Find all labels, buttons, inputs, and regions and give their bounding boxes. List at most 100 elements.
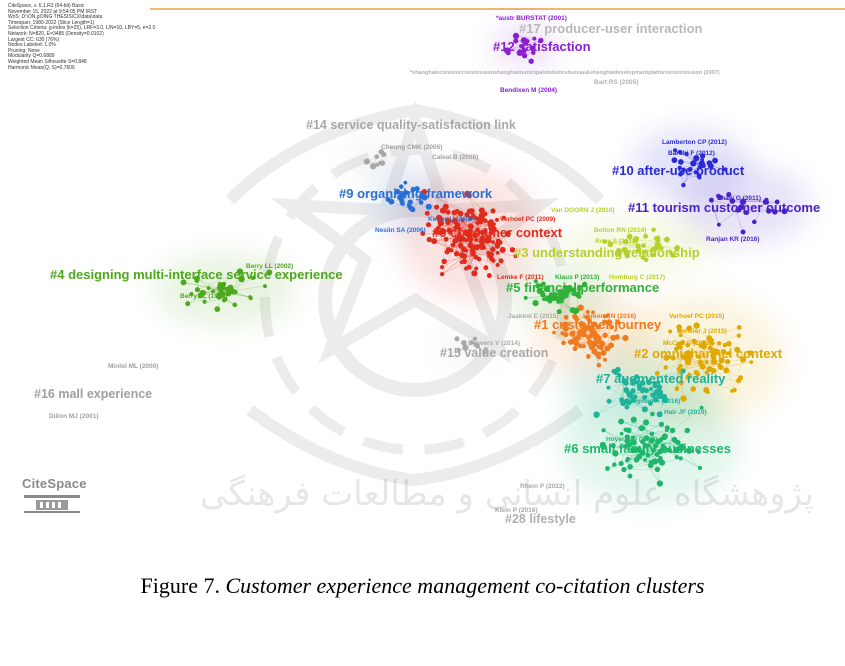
- node[interactable]: [478, 213, 484, 218]
- node[interactable]: [206, 286, 211, 291]
- node[interactable]: [774, 199, 780, 205]
- node[interactable]: [516, 49, 523, 56]
- node[interactable]: [706, 335, 713, 341]
- node[interactable]: [262, 284, 267, 289]
- node[interactable]: [747, 350, 753, 356]
- node[interactable]: [740, 229, 746, 235]
- node[interactable]: [652, 381, 657, 386]
- node[interactable]: [457, 227, 462, 232]
- node[interactable]: [454, 336, 460, 342]
- cluster-label-0[interactable]: #0 consumer context: [432, 225, 563, 240]
- node[interactable]: [202, 299, 207, 304]
- node[interactable]: [624, 398, 629, 403]
- node[interactable]: [676, 324, 683, 331]
- cluster-label-15b[interactable]: #16 mall experience: [34, 387, 152, 401]
- node[interactable]: [700, 343, 707, 350]
- node[interactable]: [772, 208, 778, 215]
- node[interactable]: [624, 253, 630, 259]
- node[interactable]: [605, 466, 610, 471]
- node[interactable]: [573, 341, 580, 347]
- node[interactable]: [490, 246, 496, 252]
- node[interactable]: [488, 251, 494, 258]
- node[interactable]: [630, 439, 637, 446]
- node[interactable]: [457, 210, 464, 217]
- node[interactable]: [468, 241, 473, 245]
- node[interactable]: [581, 326, 588, 333]
- node[interactable]: [464, 248, 469, 253]
- node[interactable]: [678, 333, 683, 337]
- ref-label[interactable]: Bendixen M (2004): [500, 87, 557, 94]
- node[interactable]: [710, 341, 715, 346]
- node[interactable]: [716, 222, 721, 227]
- node[interactable]: [606, 313, 610, 318]
- ref-label[interactable]: Caleal B (2008): [432, 154, 478, 161]
- node[interactable]: [678, 456, 683, 461]
- node[interactable]: [512, 32, 520, 40]
- node[interactable]: [705, 390, 710, 395]
- cluster-label-2[interactable]: #2 omnichannel context: [634, 346, 783, 361]
- ref-label[interactable]: Lemon KN (2016): [583, 313, 636, 320]
- cluster-label-10[interactable]: #10 after-use product: [612, 163, 745, 178]
- node[interactable]: [590, 342, 596, 348]
- node[interactable]: [601, 428, 606, 433]
- node[interactable]: [572, 346, 578, 352]
- node[interactable]: [664, 428, 669, 433]
- node[interactable]: [484, 347, 488, 351]
- node[interactable]: [466, 208, 472, 214]
- node[interactable]: [781, 208, 788, 215]
- node[interactable]: [586, 353, 591, 358]
- node[interactable]: [617, 372, 622, 378]
- ref-label[interactable]: Minlol ML (2000): [108, 363, 158, 370]
- node[interactable]: [569, 331, 575, 337]
- node[interactable]: [611, 368, 617, 374]
- node[interactable]: [651, 227, 656, 232]
- node[interactable]: [194, 287, 200, 293]
- node[interactable]: [454, 222, 461, 229]
- node[interactable]: [680, 353, 687, 360]
- node[interactable]: [532, 299, 539, 307]
- node[interactable]: [684, 359, 692, 366]
- node[interactable]: [456, 232, 462, 238]
- node[interactable]: [671, 253, 676, 258]
- node[interactable]: [440, 265, 445, 270]
- node[interactable]: [675, 439, 681, 446]
- node[interactable]: [653, 236, 659, 241]
- node[interactable]: [601, 319, 608, 325]
- node[interactable]: [576, 293, 582, 299]
- node[interactable]: [596, 324, 601, 330]
- node[interactable]: [435, 214, 443, 221]
- node[interactable]: [699, 363, 706, 370]
- node[interactable]: [450, 242, 456, 248]
- node[interactable]: [467, 236, 474, 243]
- node[interactable]: [578, 320, 585, 327]
- ref-label[interactable]: Beavers V (2014): [468, 340, 520, 347]
- node[interactable]: [541, 281, 546, 286]
- node[interactable]: [645, 452, 651, 458]
- node[interactable]: [474, 238, 479, 242]
- node[interactable]: [638, 425, 645, 432]
- node[interactable]: [495, 262, 500, 268]
- node[interactable]: [693, 322, 700, 329]
- node[interactable]: [640, 438, 646, 445]
- node[interactable]: [563, 314, 569, 320]
- node[interactable]: [649, 386, 654, 391]
- node[interactable]: [490, 208, 496, 214]
- node[interactable]: [687, 166, 693, 172]
- node[interactable]: [631, 398, 636, 404]
- ref-label[interactable]: Rose S (2012): [595, 238, 638, 245]
- node[interactable]: [677, 344, 683, 350]
- node[interactable]: [662, 397, 669, 404]
- ref-label[interactable]: Berry LL (1999): [180, 293, 227, 300]
- node[interactable]: [618, 460, 624, 467]
- cluster-label-3[interactable]: #3 understanding relationship: [514, 245, 700, 260]
- ref-label[interactable]: Bolton RN (2014): [594, 227, 646, 234]
- node[interactable]: [678, 171, 683, 177]
- node[interactable]: [677, 165, 682, 170]
- node[interactable]: [656, 380, 661, 385]
- node[interactable]: [533, 279, 538, 284]
- cluster-label-12[interactable]: #12 satisfaction: [493, 39, 591, 54]
- node[interactable]: [684, 427, 691, 434]
- node[interactable]: [723, 367, 730, 374]
- node[interactable]: [647, 462, 654, 469]
- node[interactable]: [431, 238, 438, 245]
